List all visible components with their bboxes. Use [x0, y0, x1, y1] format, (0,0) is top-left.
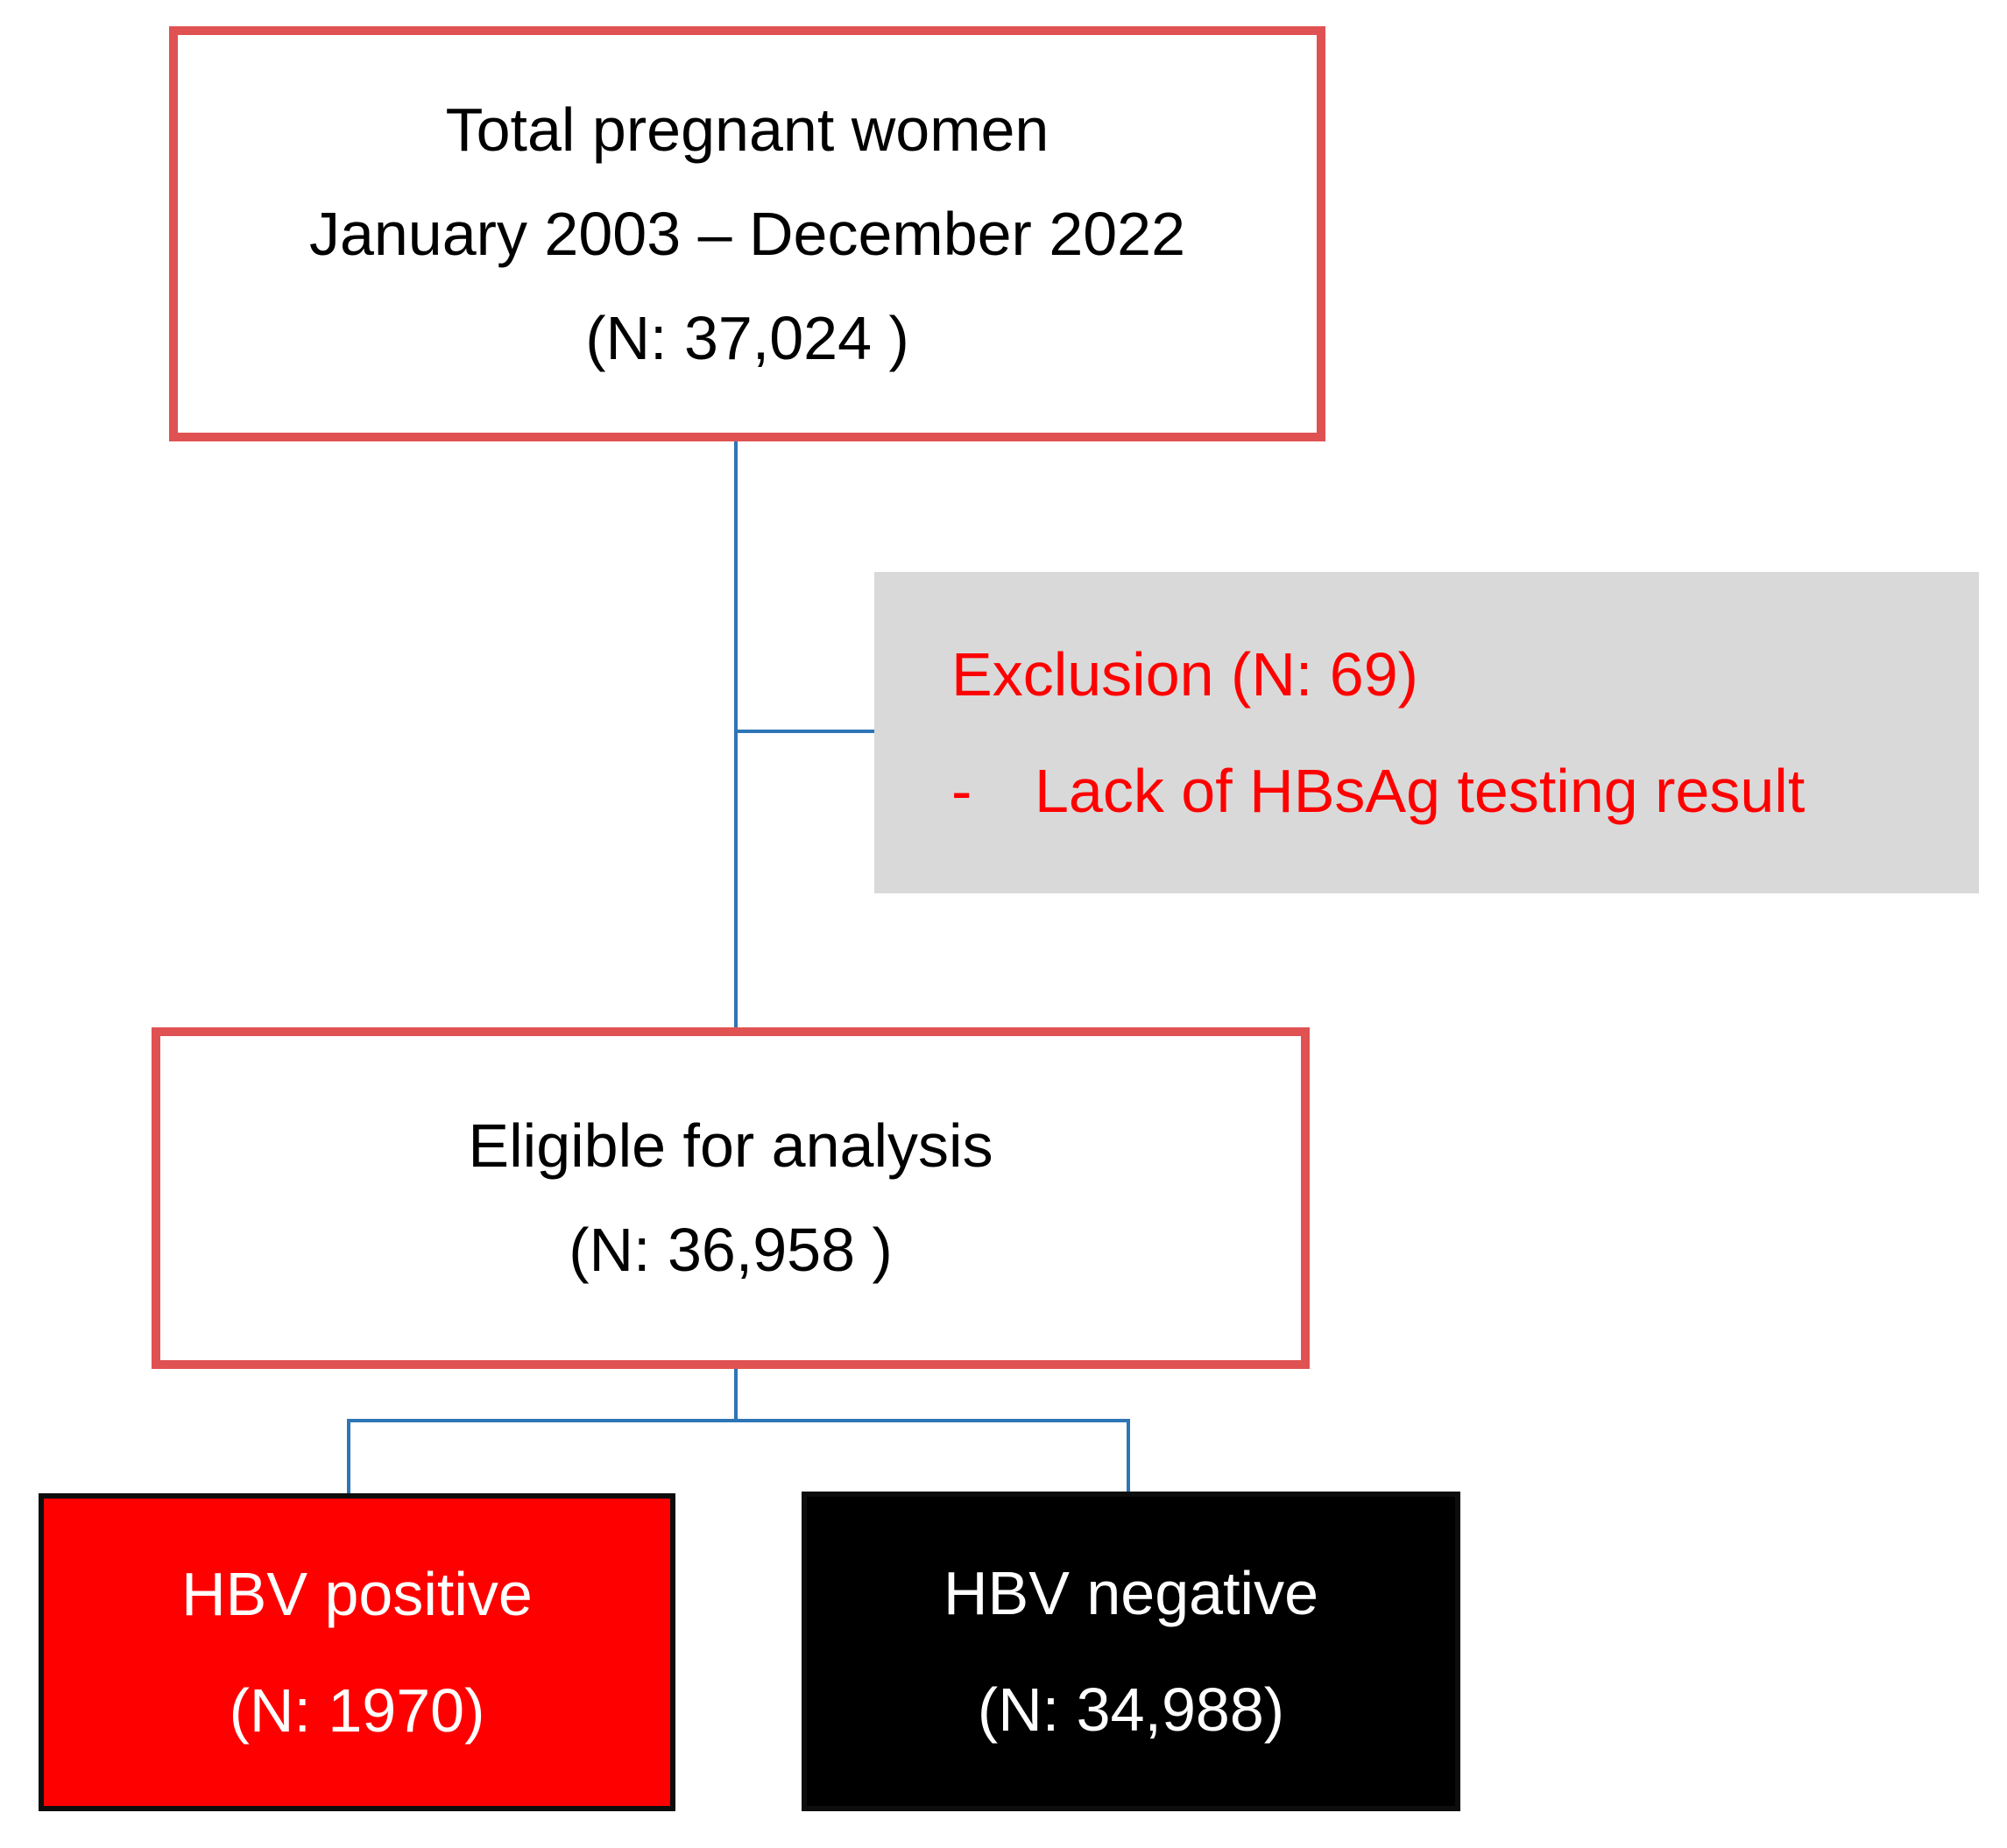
hbv-negative-line-1: HBV negative: [943, 1558, 1319, 1627]
connector-to-hbv-positive: [347, 1419, 350, 1496]
node-total-pregnant-women: Total pregnant women January 2003 – Dece…: [169, 26, 1325, 441]
connector-branch-to-exclusion: [734, 730, 874, 733]
eligible-line-1: Eligible for analysis: [468, 1111, 993, 1180]
eligible-line-2: (N: 36,958 ): [569, 1216, 893, 1284]
hbv-positive-line-2: (N: 1970): [229, 1675, 485, 1745]
exclusion-bullet-text: Lack of HBsAg testing result: [1035, 756, 1806, 825]
total-line-1: Total pregnant women: [445, 95, 1049, 164]
connector-to-hbv-negative: [1127, 1419, 1130, 1494]
hbv-positive-line-1: HBV positive: [181, 1559, 533, 1628]
total-line-2: January 2003 – December 2022: [308, 199, 1186, 268]
connector-eligible-stem: [734, 1369, 738, 1422]
node-eligible-for-analysis: Eligible for analysis (N: 36,958 ): [152, 1027, 1310, 1369]
connector-total-to-eligible: [734, 441, 738, 1027]
exclusion-bullet-dash: -: [951, 756, 972, 825]
node-hbv-negative: HBV negative (N: 34,988): [802, 1492, 1460, 1811]
exclusion-line-1: Exclusion (N: 69): [951, 639, 1418, 709]
total-line-3: (N: 37,024 ): [585, 303, 909, 372]
node-hbv-positive: HBV positive (N: 1970): [39, 1493, 675, 1811]
node-exclusion: Exclusion (N: 69) - Lack of HBsAg testin…: [874, 572, 1979, 893]
exclusion-line-2: - Lack of HBsAg testing result: [951, 733, 1805, 850]
connector-branch-horizontal: [347, 1419, 1130, 1422]
hbv-negative-line-2: (N: 34,988): [977, 1675, 1285, 1744]
